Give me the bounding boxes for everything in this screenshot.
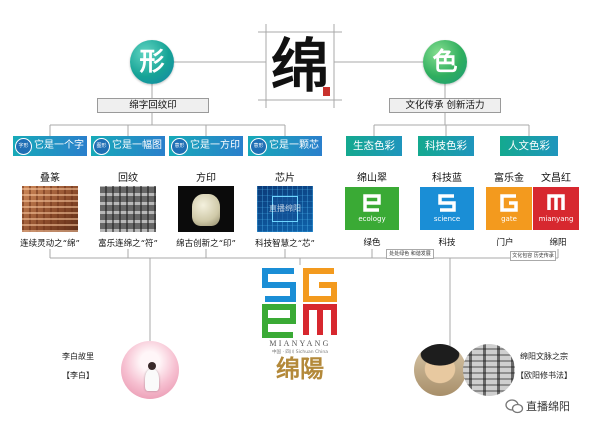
- color-item-meaning: 绵阳: [549, 238, 567, 248]
- form-item-name: 回纹: [118, 173, 138, 184]
- seal-script-image: [22, 186, 78, 232]
- wechat-icon: [505, 399, 524, 414]
- color-circle: 色: [423, 40, 467, 84]
- form-item-name: 叠篆: [40, 173, 60, 184]
- form-tab-character: 字形 它是一个字: [13, 136, 87, 156]
- logo-m-glyph: [303, 304, 337, 335]
- letter-s-icon: [438, 194, 456, 212]
- science-swatch: science: [420, 187, 474, 230]
- poet-figure: [145, 369, 159, 391]
- form-tab-badge: 意形: [250, 137, 267, 155]
- swatch-word: mianyang: [538, 215, 574, 223]
- swatch-word: gate: [501, 215, 517, 223]
- logo-calligraphy: 绵陽: [276, 354, 324, 383]
- letter-m-icon: [547, 194, 565, 210]
- color-item-meaning: 科技: [438, 238, 456, 248]
- jade-seal-shape: [192, 194, 220, 226]
- color-note: 处处绿色 和谐发展: [386, 249, 434, 259]
- form-tab-badge: 意形: [171, 137, 188, 155]
- form-tab-seal: 意形 它是一方印: [169, 136, 243, 156]
- ouyang-xiu-portrait-image: [414, 344, 466, 396]
- chip-watermark: 直播绵阳: [269, 204, 301, 213]
- form-tab-label: 它是一方印: [190, 140, 240, 151]
- heritage-right-name: 【欧阳修书法】: [516, 371, 572, 380]
- hero-character-frame: 绵: [266, 32, 334, 100]
- heritage-right-title: 绵阳文脉之宗: [520, 352, 568, 361]
- poet-head: [148, 362, 156, 370]
- logo-e-glyph: [262, 304, 296, 338]
- mianyang-swatch: mianyang: [533, 187, 579, 230]
- form-item-caption: 科技智慧之“芯”: [255, 239, 315, 249]
- form-item-name: 方印: [196, 173, 216, 184]
- color-item-name: 绵山翠: [357, 173, 387, 184]
- form-circle: 形: [130, 40, 174, 84]
- chip-image: 直播绵阳: [257, 186, 313, 232]
- color-summary-box: 文化传承 创新活力: [389, 98, 501, 113]
- heritage-left-title: 李白故里: [62, 352, 94, 361]
- color-tab-ecology: 生态色彩: [346, 136, 402, 156]
- chip-core-shape: [272, 196, 298, 222]
- logo-region: 中国 · 四川 Sichuan China: [272, 350, 328, 355]
- calligraphy-image: [463, 344, 515, 396]
- fret-pattern-image: [100, 186, 156, 232]
- logo-g-glyph: [303, 268, 337, 302]
- form-tab-badge: 字形: [15, 137, 32, 155]
- form-item-caption: 富乐连绵之“符”: [98, 239, 158, 249]
- red-seal-icon: [323, 87, 330, 96]
- form-tab-label: 它是一颗芯: [269, 140, 319, 151]
- square-seal-image: [178, 186, 234, 232]
- letter-g-icon: [500, 194, 518, 212]
- form-tab-badge: 图形: [93, 137, 110, 155]
- color-note: 文化包容 历史传承: [510, 251, 556, 261]
- form-item-caption: 绵古创新之“印”: [176, 239, 236, 249]
- form-tab-chip: 意形 它是一颗芯: [248, 136, 322, 156]
- swatch-word: science: [433, 215, 461, 223]
- hero-character: 绵: [270, 32, 329, 100]
- swatch-word: ecology: [358, 215, 386, 223]
- li-bai-image: [121, 341, 179, 399]
- gate-swatch: gate: [486, 187, 532, 230]
- account-name: 直播绵阳: [526, 400, 570, 413]
- heritage-left-name: 【李白】: [62, 371, 94, 380]
- form-item-name: 芯片: [275, 173, 295, 184]
- color-item-name: 文昌红: [541, 173, 571, 184]
- form-summary-box: 绵字回纹印: [97, 98, 209, 113]
- color-item-name: 科技蓝: [432, 173, 462, 184]
- color-item-meaning: 门户: [496, 238, 514, 248]
- color-tab-technology: 科技色彩: [418, 136, 474, 156]
- form-tab-pattern: 图形 它是一幅图: [91, 136, 165, 156]
- form-tab-label: 它是一幅图: [112, 140, 162, 151]
- form-item-caption: 连续灵动之“绵”: [20, 239, 80, 249]
- ecology-swatch: ecology: [345, 187, 399, 230]
- color-tab-culture: 人文色彩: [500, 136, 558, 156]
- color-item-name: 富乐金: [494, 173, 524, 184]
- color-item-meaning: 绿色: [363, 238, 381, 248]
- logo-s-glyph: [262, 268, 296, 302]
- letter-e-icon: [363, 194, 381, 212]
- form-tab-label: 它是一个字: [34, 140, 84, 151]
- logo-wordmark: MIANYANG: [269, 339, 331, 348]
- city-logo: [262, 268, 337, 338]
